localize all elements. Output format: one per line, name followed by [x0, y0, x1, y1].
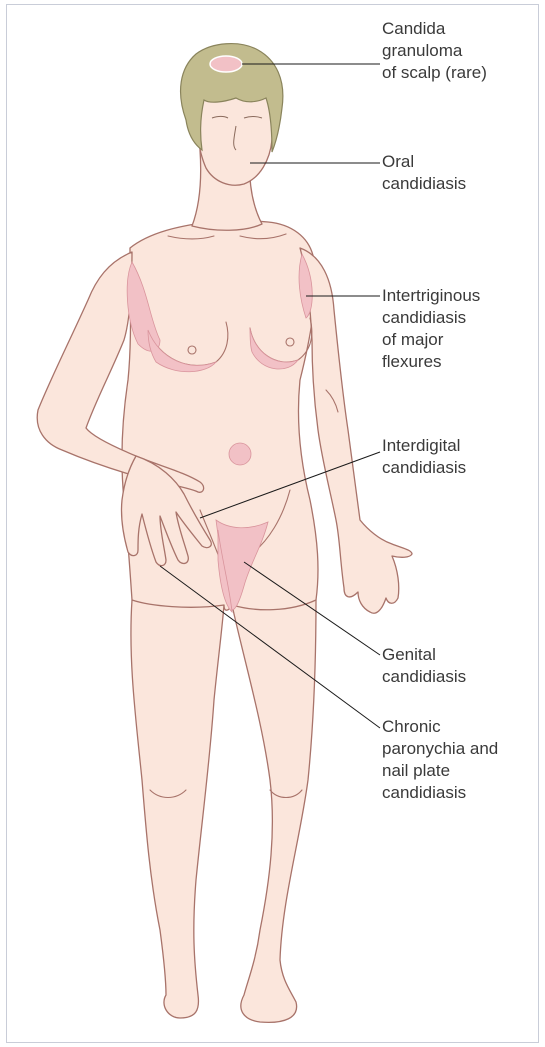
label-interdigital-candidiasis: Interdigital candidiasis — [382, 435, 466, 479]
label-intertriginous-candidiasis: Intertriginous candidiasis of major flex… — [382, 285, 480, 373]
scalp-lesion-top — [210, 56, 242, 72]
label-oral-candidiasis: Oral candidiasis — [382, 151, 466, 195]
right-leg — [232, 600, 316, 1022]
umbilicus — [229, 443, 251, 465]
label-genital-candidiasis: Genital candidiasis — [382, 644, 466, 688]
label-scalp-granuloma: Candida granuloma of scalp (rare) — [382, 18, 487, 84]
label-paronychia-candidiasis: Chronic paronychia and nail plate candid… — [382, 716, 498, 804]
left-leg — [131, 600, 224, 1018]
